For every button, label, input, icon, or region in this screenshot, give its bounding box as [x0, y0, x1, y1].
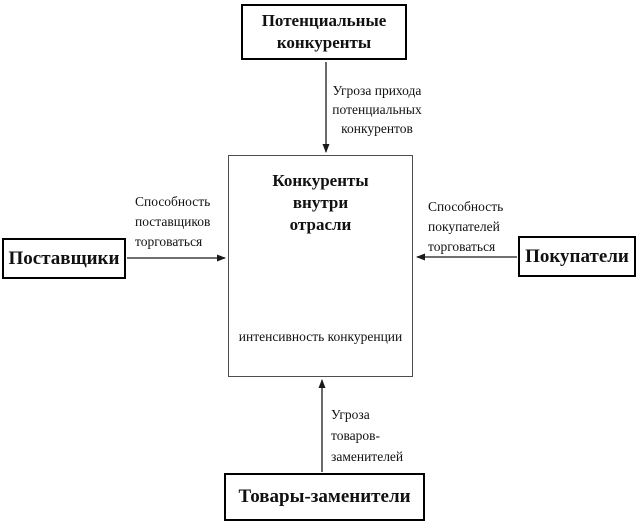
rivalry-intensity-caption: интенсивность конкуренции: [238, 329, 403, 344]
label-line: товаров-: [331, 428, 381, 443]
label-line: заменителей: [331, 449, 404, 464]
label-line: торговаться: [428, 239, 496, 254]
label-substitutes-threat: Угроза товаров- заменителей: [331, 404, 403, 467]
label-line: Угроза: [331, 407, 370, 422]
box-title: внутри: [292, 193, 349, 212]
box-suppliers: Поставщики: [2, 238, 126, 279]
box-substitutes: Товары-заменители: [224, 473, 425, 521]
box-potential-competitors: Потенциальные конкуренты: [241, 4, 407, 60]
label-line: конкурентов: [341, 121, 413, 136]
label-new-entrants-threat: Угроза прихода потенциальных конкурентов: [326, 81, 428, 138]
label-line: покупателей: [428, 219, 500, 234]
box-buyers: Покупатели: [518, 236, 636, 277]
box-label: Покупатели: [525, 245, 629, 267]
box-label: Товары-заменители: [238, 486, 411, 507]
label-line: Угроза прихода: [332, 83, 422, 98]
box-title: отрасли: [289, 215, 352, 234]
label-buyer-power: Способность покупателей торговаться: [428, 197, 503, 257]
label-line: потенциальных: [332, 102, 422, 117]
box-label: Потенциальные: [261, 11, 387, 30]
box-industry-competitors: Конкуренты внутри отрасли интенсивность …: [228, 155, 413, 377]
box-label: конкуренты: [276, 33, 372, 52]
box-title: Конкуренты: [272, 171, 369, 190]
label-line: Способность: [135, 194, 211, 209]
label-line: торговаться: [135, 234, 203, 249]
box-label: Поставщики: [8, 247, 120, 269]
label-line: поставщиков: [135, 214, 211, 229]
label-line: Способность: [428, 199, 504, 214]
label-supplier-power: Способность поставщиков торговаться: [135, 192, 210, 252]
